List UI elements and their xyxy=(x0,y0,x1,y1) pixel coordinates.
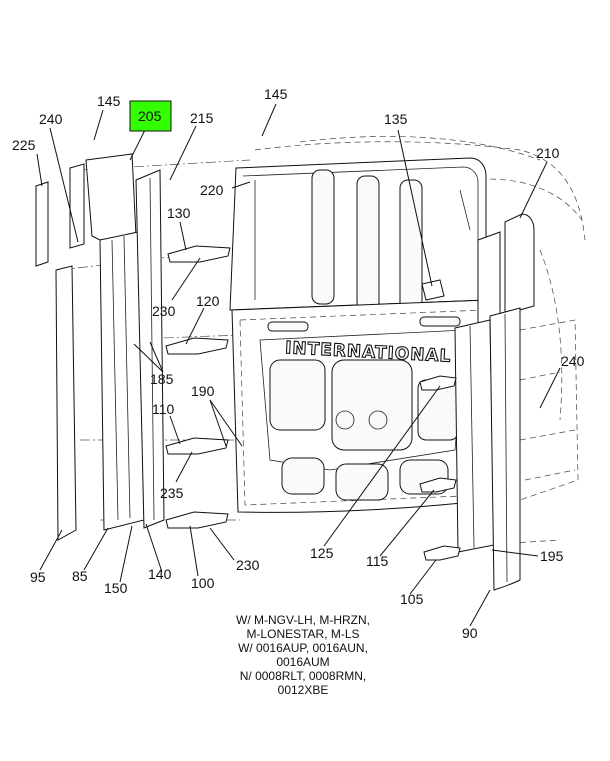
bracket-120 xyxy=(165,337,229,355)
bracket-125 xyxy=(419,375,457,391)
bracket-130 xyxy=(167,245,231,263)
lower-window-center xyxy=(331,359,413,451)
callout-95[interactable]: 95 xyxy=(30,569,46,585)
bracket-105 xyxy=(423,545,461,561)
bracket-100 xyxy=(165,511,229,529)
callout-125[interactable]: 125 xyxy=(310,545,334,561)
callout-85[interactable]: 85 xyxy=(72,568,88,584)
callout-115[interactable]: 115 xyxy=(366,553,389,569)
brackets xyxy=(165,245,461,561)
right-trim-parts xyxy=(454,213,535,591)
post-140 xyxy=(135,169,165,529)
callout-230-lower[interactable]: 230 xyxy=(236,557,260,573)
strip-95 xyxy=(55,265,77,541)
callout-220[interactable]: 220 xyxy=(200,182,224,198)
callout-225[interactable]: 225 xyxy=(12,137,36,153)
note-line-4: 0016AUM xyxy=(276,655,329,669)
callout-215[interactable]: 215 xyxy=(190,110,214,126)
callout-130[interactable]: 130 xyxy=(167,205,191,221)
callout-205[interactable]: 205 xyxy=(138,108,162,124)
callout-150[interactable]: 150 xyxy=(104,580,128,596)
note-line-2: M-LONESTAR, M-LS xyxy=(246,627,359,641)
callout-205-highlight xyxy=(129,100,172,132)
note-line-1: W/ M-NGV-LH, M-HRZN, xyxy=(236,613,370,627)
panel-slot-1 xyxy=(311,169,335,305)
callout-240[interactable]: 240 xyxy=(39,111,63,127)
post-85 xyxy=(99,231,145,531)
bracket-135 xyxy=(421,279,445,301)
callout-190[interactable]: 190 xyxy=(191,383,215,399)
applicability-notes: W/ M-NGV-LH, M-HRZN, M-LONESTAR, M-LS W/… xyxy=(236,613,370,697)
callout-145[interactable]: 145 xyxy=(97,93,121,109)
callout-110[interactable]: 110 xyxy=(152,401,175,417)
bracket-115 xyxy=(419,477,457,493)
callout-120[interactable]: 120 xyxy=(196,293,220,309)
lower-back-panel: INTERNATIONAL xyxy=(231,299,491,513)
callout-235[interactable]: 235 xyxy=(160,485,184,501)
callout-140[interactable]: 140 xyxy=(148,566,172,582)
leader-lines xyxy=(36,103,561,627)
callout-240-right[interactable]: 240 xyxy=(561,353,585,369)
note-line-5: N/ 0008RLT, 0008RMN, xyxy=(240,669,367,683)
callout-105[interactable]: 105 xyxy=(400,591,424,607)
left-trim-parts xyxy=(35,153,165,541)
callout-210[interactable]: 210 xyxy=(536,145,560,161)
upper-back-panel xyxy=(229,157,487,321)
trim-240-left xyxy=(69,163,85,249)
trim-210 xyxy=(504,213,535,315)
bracket-110 xyxy=(165,437,229,455)
panel-slot-3 xyxy=(399,179,423,321)
trim-225 xyxy=(35,181,49,267)
callout-labels: 145 205 215 145 135 210 240 225 220 130 … xyxy=(12,86,585,641)
callout-135[interactable]: 135 xyxy=(384,111,408,127)
note-line-3: W/ 0016AUP, 0016AUN, xyxy=(238,641,368,655)
callout-230[interactable]: 230 xyxy=(152,303,176,319)
trim-205 xyxy=(85,153,137,241)
lower-pad-left xyxy=(281,457,325,495)
callout-100[interactable]: 100 xyxy=(191,575,215,591)
callout-145-right[interactable]: 145 xyxy=(264,86,288,102)
note-line-6: 0012XBE xyxy=(278,683,329,697)
callout-195[interactable]: 195 xyxy=(540,548,564,564)
lower-window-left xyxy=(269,359,326,431)
callout-90[interactable]: 90 xyxy=(462,625,478,641)
post-195 xyxy=(454,319,495,553)
lower-pad-center xyxy=(335,463,389,501)
callout-185[interactable]: 185 xyxy=(150,371,174,387)
post-90 xyxy=(489,307,521,591)
panel-slot-2 xyxy=(356,175,380,311)
